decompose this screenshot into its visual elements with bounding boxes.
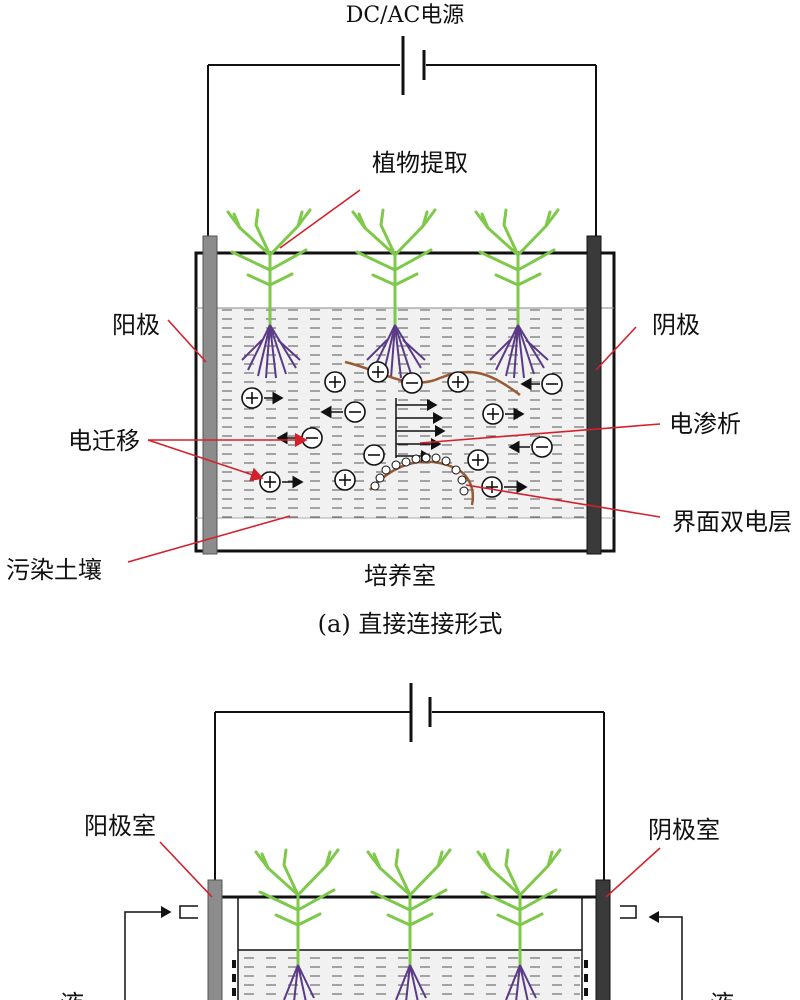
phyto-extraction-label: 植物提取 bbox=[372, 149, 468, 177]
right-edge-fragment: 液 bbox=[710, 990, 734, 1000]
plant-icon bbox=[254, 848, 340, 1000]
plant-icon bbox=[476, 848, 562, 1000]
chamber-label: 培养室 bbox=[364, 562, 436, 590]
anode-chamber-label: 阳极室 bbox=[84, 812, 156, 840]
electromigration-label: 电迁移 bbox=[68, 427, 140, 455]
electroosmosis-label: 电渗析 bbox=[669, 410, 741, 438]
plant-icon bbox=[351, 208, 437, 379]
cathode-label: 阴极 bbox=[652, 311, 700, 339]
soil-label: 污染土壤 bbox=[6, 556, 102, 584]
cathode-electrode bbox=[586, 235, 602, 555]
battery-symbol-icon bbox=[214, 683, 605, 880]
plant-icon bbox=[226, 208, 312, 379]
leader-lines bbox=[127, 189, 661, 563]
bottom-diagram: 阳极室 阴极室 液 液 bbox=[60, 683, 734, 1000]
anode-electrode bbox=[207, 879, 223, 1000]
battery-symbol-icon bbox=[207, 36, 597, 236]
power-source-label: DC/AC电源 bbox=[346, 3, 465, 28]
cathode-electrode bbox=[595, 879, 611, 1000]
inlet-port bbox=[124, 905, 683, 1000]
cation-symbol bbox=[241, 361, 528, 498]
left-edge-fragment: 液 bbox=[60, 990, 84, 1000]
cathode-chamber-label: 阴极室 bbox=[648, 816, 720, 844]
plant-icon bbox=[366, 848, 452, 1000]
leader-lines bbox=[159, 841, 661, 898]
anode-label: 阳极 bbox=[112, 311, 160, 339]
double-layer-beads bbox=[370, 453, 469, 496]
double-layer-label: 界面双电层 bbox=[672, 508, 792, 536]
plant-icon bbox=[474, 208, 560, 379]
top-diagram: DC/AC电源 bbox=[6, 3, 792, 638]
anion-symbol bbox=[276, 372, 563, 466]
figure-caption: (a) 直接连接形式 bbox=[318, 610, 503, 638]
anode-electrode bbox=[202, 235, 218, 555]
